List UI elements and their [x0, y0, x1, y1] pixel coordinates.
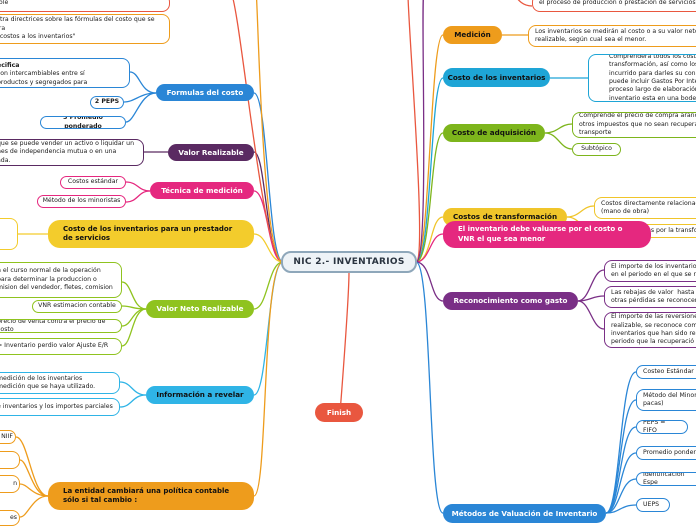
branch-medicion[interactable]: Medición [443, 26, 502, 44]
note-entidad-n[interactable]: n [0, 475, 20, 493]
note-top-left-2[interactable]: istra directrices sobre las fórmulas del… [0, 14, 170, 44]
note-costo-inventarios[interactable]: Comprenderá todos los costos d transform… [588, 54, 696, 102]
branch-reconocimiento-como-gasto[interactable]: Reconocimiento como gasto [443, 292, 578, 310]
branch-valor-realizable[interactable]: Valor Realizable [168, 144, 254, 161]
note-transformacion-directos[interactable]: Costos directamente relacionado (mano de… [594, 197, 696, 219]
note-medicion[interactable]: Los inventarios se medirán al costo o a … [528, 25, 696, 47]
branch-informacion-a-revelar[interactable]: Información a revelar [146, 386, 254, 404]
note-reconocimiento-importe[interactable]: El importe de los inventarios en el peri… [604, 260, 696, 282]
branch-entidad-cambio-politica[interactable]: La entidad cambiará una política contabl… [48, 482, 254, 510]
note-informacion-importes[interactable]: e inventarios y los importes parciales [0, 398, 120, 416]
metodo-item-promedio[interactable]: Promedio pondera [636, 446, 696, 460]
branch-tecnica-de-medicion[interactable]: Técnica de medición [150, 182, 254, 199]
note-especifica[interactable]: ecifica son intercambiables entre sí pro… [0, 58, 130, 88]
note-valor-realizable[interactable]: que se puede vender un activo o liquidar… [0, 139, 144, 166]
note-entidad-niif[interactable]: NIIF [0, 430, 16, 444]
note-vnr-ajuste[interactable]: = Inventario perdio valor Ajuste E/R [0, 338, 122, 355]
note-reconocimiento-rebajas[interactable]: Las rebajas de valor hasta a otras pérdi… [604, 286, 696, 308]
note-especifica-title: ecifica [0, 62, 20, 69]
branch-costo-de-adquisicion[interactable]: Costo de adquisición [443, 124, 545, 142]
metodo-item-ueps[interactable]: UEPS [636, 498, 670, 512]
note-top-right-produccion[interactable]: el proceso de producción o prestación de… [532, 0, 696, 12]
note-adquisicion-precio[interactable]: Comprende el precio de compra aranc otro… [572, 112, 696, 138]
note-metodo-minoristas[interactable]: Método de los minoristas [37, 195, 126, 208]
note-entidad-es[interactable]: es [0, 510, 20, 526]
branch-formulas-del-costo[interactable]: Formulas del costo [156, 84, 254, 101]
note-prestador-servicios[interactable] [0, 218, 18, 250]
note-promedio-ponderado[interactable]: 3 Promedio ponderado [40, 116, 126, 129]
branch-finish[interactable]: Finish [315, 403, 363, 422]
note-entidad-2[interactable] [0, 451, 20, 469]
central-topic[interactable]: NIC 2.- INVENTARIOS [281, 251, 417, 273]
note-peps[interactable]: 2 PEPS [90, 96, 124, 109]
branch-valor-neto-realizable[interactable]: Valor Neto Realizable [146, 300, 254, 318]
note-costos-estandar[interactable]: Costos estándar [60, 176, 126, 189]
note-adquisicion-subtopico[interactable]: Subtópico [572, 143, 621, 156]
branch-costo-de-los-inventarios[interactable]: Costo de los inventarios [443, 68, 550, 87]
branch-inventario-costo-o-vnr[interactable]: El inventario debe valuarse por el costo… [443, 221, 651, 248]
note-vnr-estimacion[interactable]: VNR estimacion contable [32, 300, 122, 313]
metodo-item-identificacion[interactable]: Identificación Espe [636, 472, 696, 486]
metodo-item-costeo-estandar[interactable]: Costeo Estándar [636, 365, 696, 379]
note-informacion-medicion[interactable]: medición de los inventarios medición que… [0, 372, 120, 394]
metodo-item-peps-fifo[interactable]: PEPS = FIFO [636, 420, 688, 434]
note-especifica-body: son intercambiables entre sí productos y… [0, 70, 88, 86]
branch-costo-prestador-servicios[interactable]: Costo de los inventarios para un prestad… [48, 220, 254, 248]
note-top-left-1[interactable]: able [0, 0, 170, 12]
metodo-item-minoristas[interactable]: Método del Minori pacas) [636, 389, 696, 411]
branch-metodos-valuacion[interactable]: Métodos de Valuación de Inventario [443, 504, 606, 523]
note-reconocimiento-reversiones[interactable]: El importe de las reversiones realizable… [604, 312, 696, 348]
note-vnr-precio-venta[interactable]: precio de venta contra el precio de cost… [0, 319, 122, 333]
note-vnr-curso-normal[interactable]: n el curso normal de la operación para d… [0, 262, 122, 298]
